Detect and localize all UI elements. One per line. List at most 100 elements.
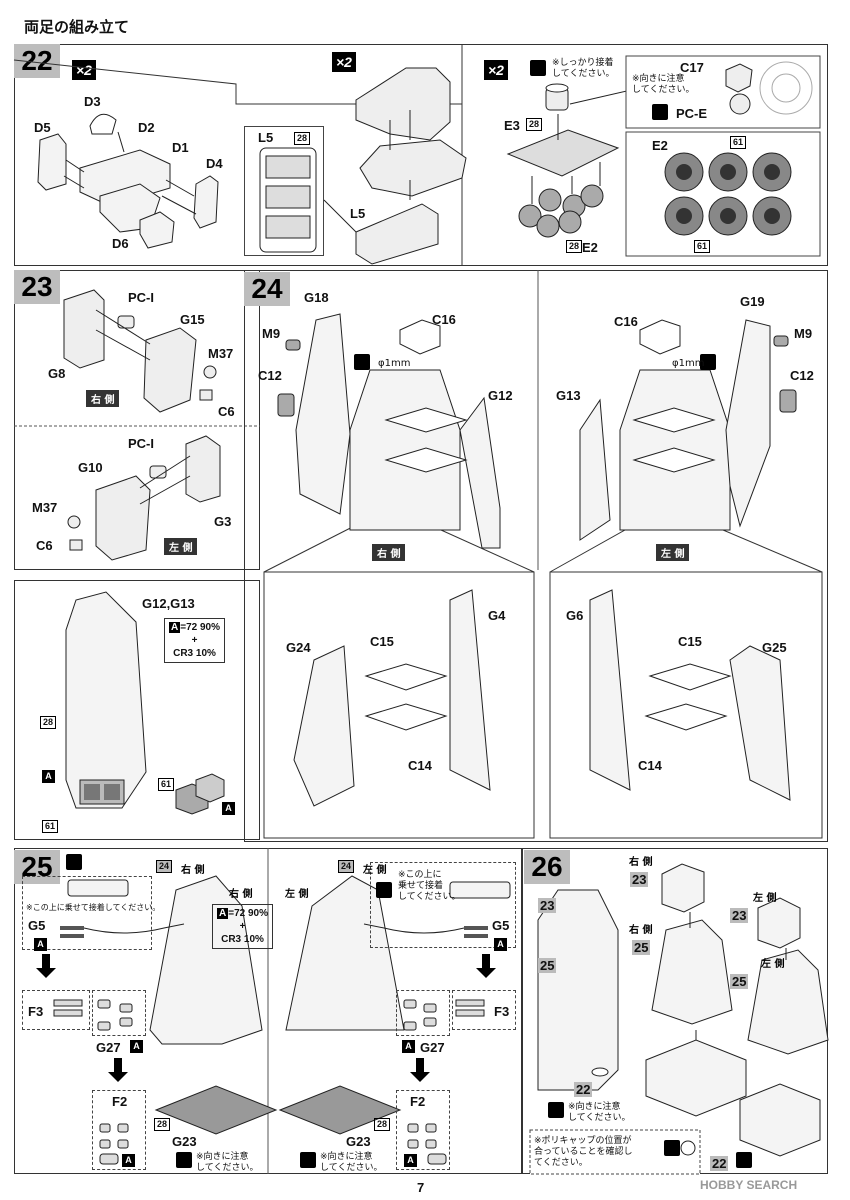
label-PC-E: PC-E: [676, 106, 708, 121]
label-G24: G24: [286, 640, 311, 655]
x2-badge: ×2: [484, 60, 508, 80]
badge-61: 61: [694, 240, 711, 253]
right-side-tag: 右 側: [86, 390, 120, 407]
label-G5: G5: [28, 918, 46, 933]
badge-28: 28: [40, 716, 57, 729]
label-G12: G12: [488, 388, 513, 403]
label-C6: C6: [36, 538, 53, 553]
step-22-panel: [14, 44, 828, 266]
paint-A-marker: A: [494, 938, 507, 951]
paint-A-marker: A: [130, 1040, 143, 1053]
glue-icon: [652, 104, 668, 120]
step-22-number: 22: [14, 44, 60, 78]
x2-badge: ×2: [72, 60, 96, 80]
label-G5: G5: [492, 918, 510, 933]
G12-G13-detail-panel: [14, 580, 260, 840]
label-G23: G23: [172, 1134, 197, 1149]
label-L5: L5: [258, 130, 274, 145]
badge-61: 61: [158, 778, 175, 791]
label-F2: F2: [410, 1094, 426, 1109]
glue-icon: [548, 1102, 564, 1118]
paint-A-marker: A: [222, 802, 235, 815]
label-C17: C17: [680, 60, 704, 75]
paint-mix-2: CR3 10%: [221, 934, 264, 945]
glue-note-box: [22, 876, 152, 950]
label-D4: D4: [206, 156, 223, 171]
paint-A-marker: A: [169, 622, 181, 633]
label-C12: C12: [258, 368, 282, 383]
x2-badge: ×2: [332, 52, 356, 72]
paint-mix-box: A=72 90% + CR3 10%: [164, 618, 225, 663]
label-PC-I: PC-I: [128, 436, 154, 451]
F2-box: [92, 1090, 146, 1170]
paint-A-marker: A: [122, 1154, 135, 1167]
watermark: HOBBY SEARCH: [700, 1178, 798, 1192]
paint-A-marker: A: [404, 1154, 417, 1167]
label-G4: G4: [488, 608, 506, 623]
label-C16: C16: [432, 312, 456, 327]
label-F3: F3: [494, 1004, 510, 1019]
right-side-tag: 右 側: [181, 865, 205, 876]
paint-plus: +: [191, 635, 198, 646]
label-G19: G19: [740, 294, 765, 309]
paint-mix-2: CR3 10%: [173, 648, 216, 659]
label-C14: C14: [638, 758, 662, 773]
polycap-note: ※ポリキャップの位置が 合っていることを確認し てください。: [534, 1136, 633, 1168]
label-23: 23: [630, 872, 649, 887]
label-C15: C15: [678, 634, 702, 649]
paint-A-marker: A: [402, 1040, 415, 1053]
label-D5: D5: [34, 120, 51, 135]
glue-note-box: [370, 862, 516, 948]
right-side-tag: 右 側: [629, 925, 653, 936]
drill-diameter-note: φ1mm: [378, 358, 411, 369]
badge-28: 28: [154, 1118, 171, 1131]
label-M37: M37: [32, 500, 58, 515]
label-D6: D6: [112, 236, 129, 251]
label-23: 23: [538, 898, 557, 913]
left-side-tag: 左 側: [363, 865, 387, 876]
glue-placement-note: ※この上に乗せて接着してください。: [26, 903, 161, 912]
label-C15: C15: [370, 634, 394, 649]
label-25: 25: [730, 974, 749, 989]
glue-icon: [176, 1152, 192, 1168]
paint-mix-1: =72 90%: [180, 622, 220, 633]
label-C16: C16: [614, 314, 638, 329]
badge-61: 61: [730, 136, 747, 149]
step-24-number: 24: [244, 272, 290, 306]
badge-61: 61: [42, 820, 59, 833]
left-side-tag: 左 側: [164, 538, 198, 555]
label-E3: E3: [504, 118, 520, 133]
drill-diameter-note: φ1mm: [672, 358, 705, 369]
label-C14: C14: [408, 758, 432, 773]
label-G27: G27: [96, 1040, 121, 1055]
F3-box: [22, 990, 90, 1030]
label-M9: M9: [794, 326, 813, 341]
label-G6: G6: [566, 608, 584, 623]
label-L5: L5: [350, 206, 366, 221]
label-G13: G13: [556, 388, 581, 403]
glue-icon: [664, 1140, 680, 1156]
label-G25: G25: [762, 640, 787, 655]
badge-28: 28: [374, 1118, 391, 1131]
label-G18: G18: [304, 290, 329, 305]
glue-icon: [376, 882, 392, 898]
orientation-note: ※向きに注意 してください。: [568, 1102, 631, 1123]
label-G23: G23: [346, 1134, 371, 1149]
glue-icon: [66, 854, 82, 870]
glue-placement-note: ※この上に 乗せて接着 してください。: [398, 870, 461, 902]
left-side-tag: 左 側: [656, 544, 690, 561]
label-C12: C12: [790, 368, 814, 383]
label-D3: D3: [84, 94, 101, 109]
orientation-note: ※向きに注意 してください。: [320, 1152, 383, 1173]
label-25: 25: [632, 940, 651, 955]
badge-28: 28: [294, 132, 311, 145]
label-D2: D2: [138, 120, 155, 135]
orientation-note: ※向きに注意 してください。: [196, 1152, 259, 1173]
label-E2: E2: [582, 240, 598, 255]
label-22: 22: [574, 1082, 593, 1097]
paint-A-marker: A: [42, 770, 55, 783]
